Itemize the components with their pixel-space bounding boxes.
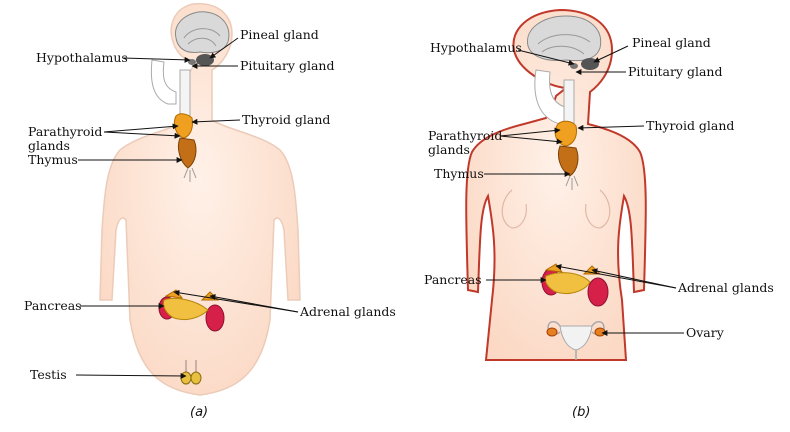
leader-b-pineal xyxy=(593,45,629,63)
male-thyroid xyxy=(173,113,197,182)
leader-a-parathyroid-2 xyxy=(103,131,181,139)
leader-a-hypothalamus xyxy=(123,56,191,63)
label-a-hypothalamus: Hypothalamus xyxy=(36,50,128,65)
label-a-adrenal: Adrenal glands xyxy=(299,304,396,319)
female-brain xyxy=(527,15,602,70)
label-b-hypothalamus: Hypothalamus xyxy=(430,40,522,55)
leader-b-hypothalamus xyxy=(517,49,575,66)
leader-a-parathyroid-1 xyxy=(103,123,179,133)
female-airway xyxy=(534,69,575,125)
label-a-thyroid: Thyroid gland xyxy=(242,112,330,127)
figure-a-male: Pineal gland Hypothalamus Pituitary glan… xyxy=(24,2,396,420)
label-b-thyroid: Thyroid gland xyxy=(646,118,734,133)
leader-a-testis xyxy=(75,372,187,379)
label-a-thymus: Thymus xyxy=(28,152,78,167)
label-b-pituitary: Pituitary gland xyxy=(628,64,722,79)
label-a-pituitary: Pituitary gland xyxy=(240,58,334,73)
label-a-pancreas: Pancreas xyxy=(24,298,82,313)
female-thyroid xyxy=(554,120,579,190)
label-b-pancreas: Pancreas xyxy=(424,272,482,287)
leader-a-adrenal-2 xyxy=(209,294,299,313)
label-a-parathyroid-line2: glands xyxy=(28,138,70,153)
female-body xyxy=(465,8,647,361)
label-b-thymus: Thymus xyxy=(434,166,484,181)
label-a-pineal: Pineal gland xyxy=(240,27,319,42)
leader-a-thyroid xyxy=(191,118,241,125)
label-b-parathyroid-line2: glands xyxy=(428,142,470,157)
male-airway xyxy=(150,59,191,121)
caption-a: (a) xyxy=(190,405,208,420)
male-brain xyxy=(174,11,230,66)
caption-b: (b) xyxy=(572,405,590,420)
leader-a-pineal xyxy=(209,37,239,59)
leader-b-parathyroid-1 xyxy=(499,127,561,137)
male-body xyxy=(99,2,301,396)
leader-b-adrenal-2 xyxy=(591,268,677,289)
male-pancreas-kidneys xyxy=(158,289,225,332)
leader-b-parathyroid-2 xyxy=(499,135,563,145)
figure-b-female: Pineal gland Hypothalamus Pituitary glan… xyxy=(424,8,774,420)
leader-b-adrenal-1 xyxy=(555,264,677,289)
label-a-testis: Testis xyxy=(30,367,67,382)
leader-b-thyroid xyxy=(577,124,645,131)
label-a-parathyroid-line1: Parathyroid xyxy=(28,124,102,139)
label-b-adrenal: Adrenal glands xyxy=(677,280,774,295)
label-b-parathyroid-line1: Parathyroid xyxy=(428,128,502,143)
female-uterus-ovaries xyxy=(546,321,606,360)
label-b-pineal: Pineal gland xyxy=(632,35,711,50)
female-pancreas-kidneys xyxy=(541,263,609,307)
label-b-ovary: Ovary xyxy=(686,325,725,340)
